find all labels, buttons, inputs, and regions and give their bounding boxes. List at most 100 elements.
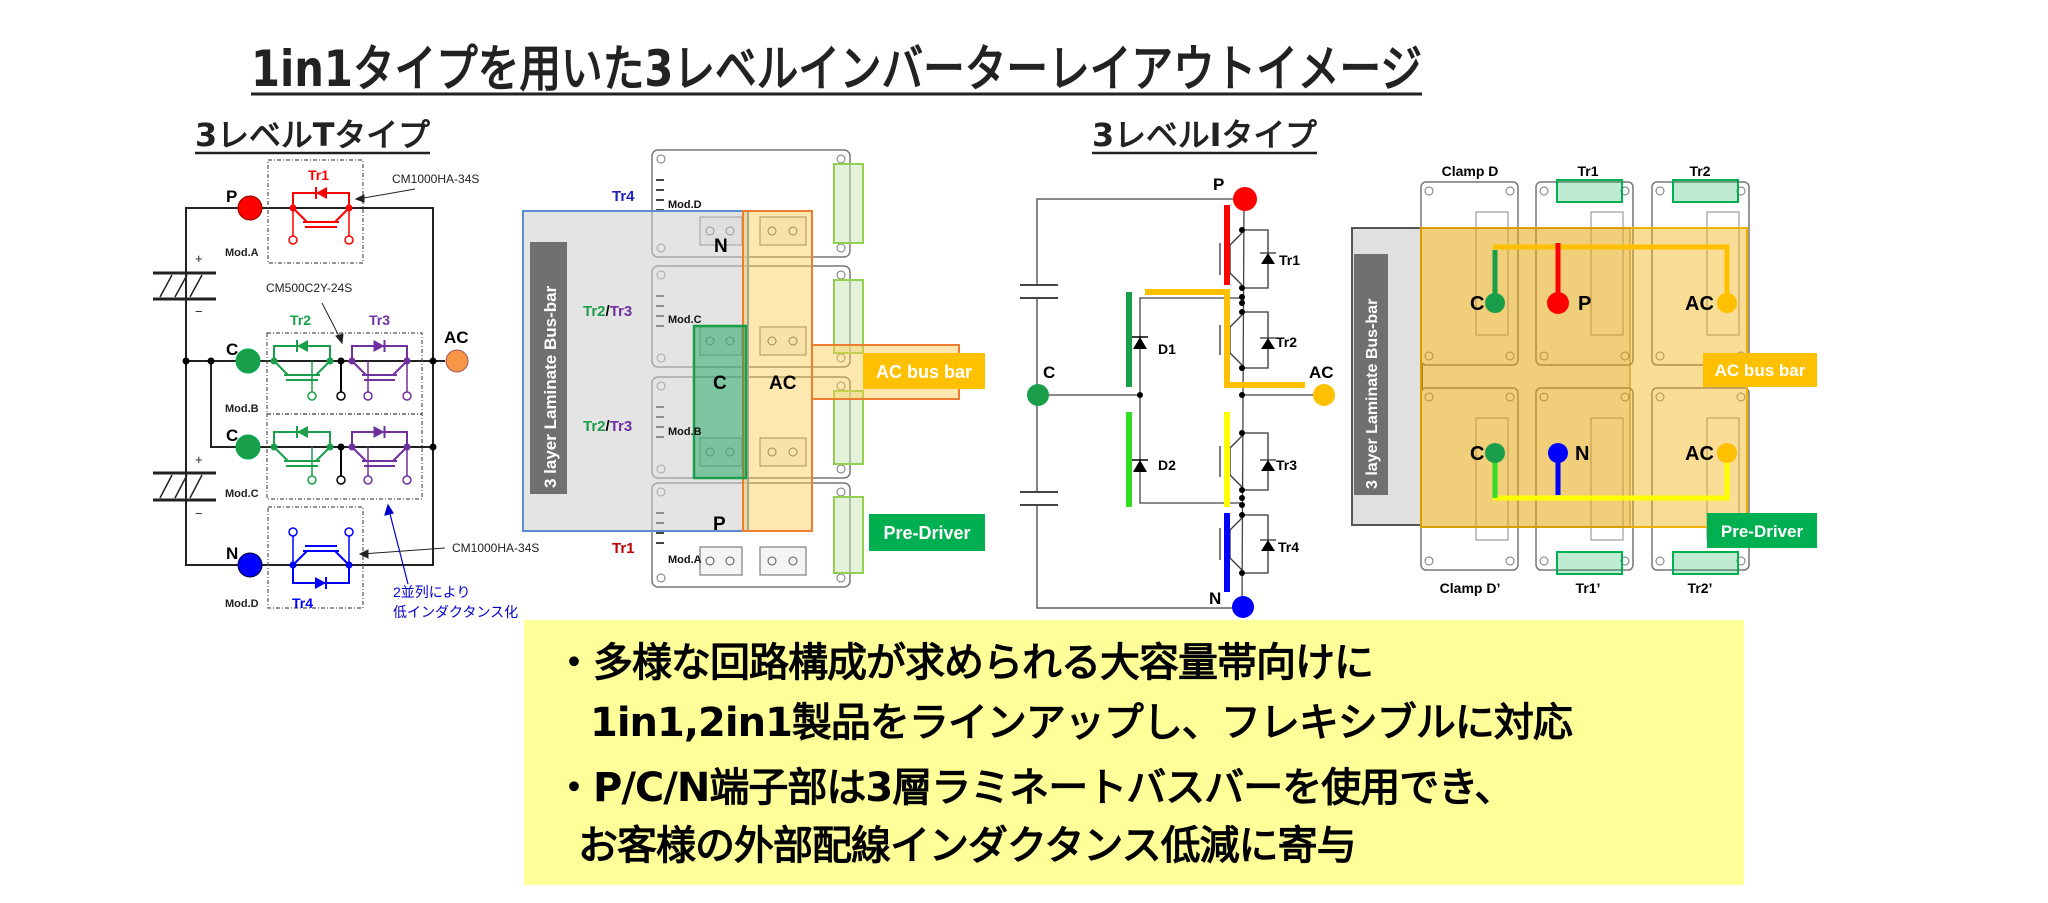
mount-hole	[1655, 186, 1665, 196]
screw-icon	[788, 556, 798, 566]
gate-connector	[1672, 551, 1739, 575]
p-terminal	[1547, 292, 1569, 314]
i-label-d2: D2	[1158, 457, 1176, 473]
t-layout-labels: Tr4 Tr2/Tr3 Tr2/Tr3 Tr1 Mod.D Mod.C Mod.…	[583, 188, 797, 566]
layout-c: C	[713, 373, 727, 394]
terminal-n	[237, 552, 263, 578]
node-dot	[270, 443, 278, 451]
label-p: P	[226, 187, 237, 206]
ac-bus-bar-label: AC bus bar	[1715, 361, 1806, 380]
terminal-block	[699, 546, 743, 576]
i-circuit-labels: P N C AC Tr1 Tr2 Tr3 Tr4 D1 D2	[1043, 175, 1334, 608]
terminal-plate	[1590, 417, 1624, 541]
cap1-plus: +	[195, 251, 203, 266]
layout-mod-c: Mod.C	[668, 314, 702, 326]
i-label-c: C	[1043, 363, 1055, 382]
ac-top-link	[1493, 244, 1730, 303]
tr3-text: Tr3	[610, 418, 633, 435]
i-circuit-wires	[1020, 198, 1324, 609]
note-line-3: ・P/C/N端子部は3層ラミネートバスバーを使用でき、	[554, 765, 1514, 811]
diode-icon	[373, 340, 385, 352]
i-label-tr1: Tr1	[1279, 252, 1300, 268]
i-label-tr4: Tr4	[1278, 539, 1299, 555]
c-region	[692, 324, 748, 480]
t-circuit-part-labels: CM1000HA-34S CM500C2Y-24S CM1000HA-34S +…	[195, 172, 539, 620]
i-label-tr3: Tr3	[1276, 457, 1297, 473]
pre-driver-label: Pre-Driver	[1721, 522, 1804, 541]
layout-tr2-tr3-c: Tr2/Tr3	[583, 303, 632, 320]
ac-path-bar	[1145, 289, 1305, 388]
t-circuit-wires	[185, 207, 445, 566]
diode-loop	[1242, 432, 1269, 491]
slash: /	[606, 303, 611, 320]
diode-loop	[1242, 514, 1269, 574]
node-dot	[1239, 570, 1245, 576]
note-line-1: ・多様な回路構成が求められる大容量帯向けに	[554, 640, 1374, 686]
gate-connector	[1556, 551, 1623, 575]
node-dot	[348, 357, 356, 365]
t-type-layout: 3 layer Laminate Bus-bar AC bus bar Pre-…	[522, 149, 985, 588]
junction-dot	[182, 357, 190, 365]
capacitor-1	[153, 271, 216, 301]
node-dot	[1239, 512, 1245, 518]
terminal-plate	[1590, 211, 1624, 336]
layout-ac: AC	[769, 373, 797, 394]
mount-hole	[1655, 556, 1665, 566]
label-c1: C	[226, 340, 238, 359]
node-dot	[270, 357, 278, 365]
mount-hole	[656, 154, 666, 164]
diode-loop	[1242, 229, 1269, 289]
diode-icon	[315, 577, 326, 589]
diode-icon	[1261, 540, 1275, 551]
terminal-c1	[235, 348, 261, 374]
note-line-2: 1in1,2in1製品をラインアップし、フレキシブルに対応	[590, 700, 1573, 746]
power-module	[1535, 387, 1634, 571]
node-dot	[1239, 430, 1245, 436]
diode-icon	[373, 426, 385, 438]
node-dot	[1239, 495, 1245, 501]
layout-tr4: Tr4	[612, 188, 635, 205]
module-boxes	[266, 159, 423, 609]
terminal-p	[237, 195, 263, 221]
n-terminal	[1548, 443, 1568, 463]
pre-driver-badge	[869, 514, 985, 551]
pre-driver-connector	[833, 163, 864, 244]
mount-hole	[1424, 556, 1434, 566]
terminal-ac	[1313, 384, 1335, 406]
label-tr2: Tr2	[290, 312, 311, 328]
diode-icon	[297, 340, 308, 352]
i-label-n: N	[1209, 589, 1221, 608]
i-label-tr2: Tr2	[1276, 334, 1297, 350]
cap1-minus: −	[195, 304, 203, 319]
cap2-minus: −	[195, 506, 203, 521]
layout-n: N	[714, 236, 728, 257]
part-number-top: CM1000HA-34S	[392, 172, 479, 186]
pre-driver-connector	[833, 496, 864, 574]
note-line-4: お客様の外部配線インダクタンス低減に寄与	[578, 823, 1357, 869]
mount-hole	[1539, 556, 1549, 566]
mount-hole	[1655, 351, 1665, 361]
diode-icon	[1261, 460, 1275, 471]
c-bottom-terminal	[1485, 443, 1505, 463]
mount-hole	[1620, 392, 1630, 402]
ac-bus-bar-label: AC bus bar	[876, 362, 972, 382]
node-dot	[326, 443, 334, 451]
terminal-plate	[1706, 211, 1740, 336]
pre-driver-badge	[1707, 513, 1817, 548]
gate-terminal	[402, 391, 412, 401]
screw-icon	[705, 556, 715, 566]
node-dot	[1239, 487, 1245, 493]
label-c-top: C	[1470, 293, 1484, 315]
ac-bus-bar-badge	[863, 353, 985, 389]
terminal-plate	[1475, 211, 1509, 336]
ac-bottom-link	[1493, 453, 1730, 501]
t-circuit-labels: P C C N AC Tr1 Tr2 Tr3 Tr4 Mod.A Mod.B M…	[225, 167, 469, 611]
igbt-body	[1229, 435, 1243, 488]
gate-terminal	[344, 527, 354, 537]
summary-box: ・多様な回路構成が求められる大容量帯向けに 1in1,2in1製品をラインアップ…	[524, 620, 1744, 885]
terminal	[336, 391, 346, 401]
label-ac-bottom: AC	[1685, 443, 1714, 465]
t-type-heading: 3レベルTタイプ	[195, 116, 431, 154]
part-arrows	[321, 188, 446, 559]
screw-icon	[788, 447, 798, 457]
